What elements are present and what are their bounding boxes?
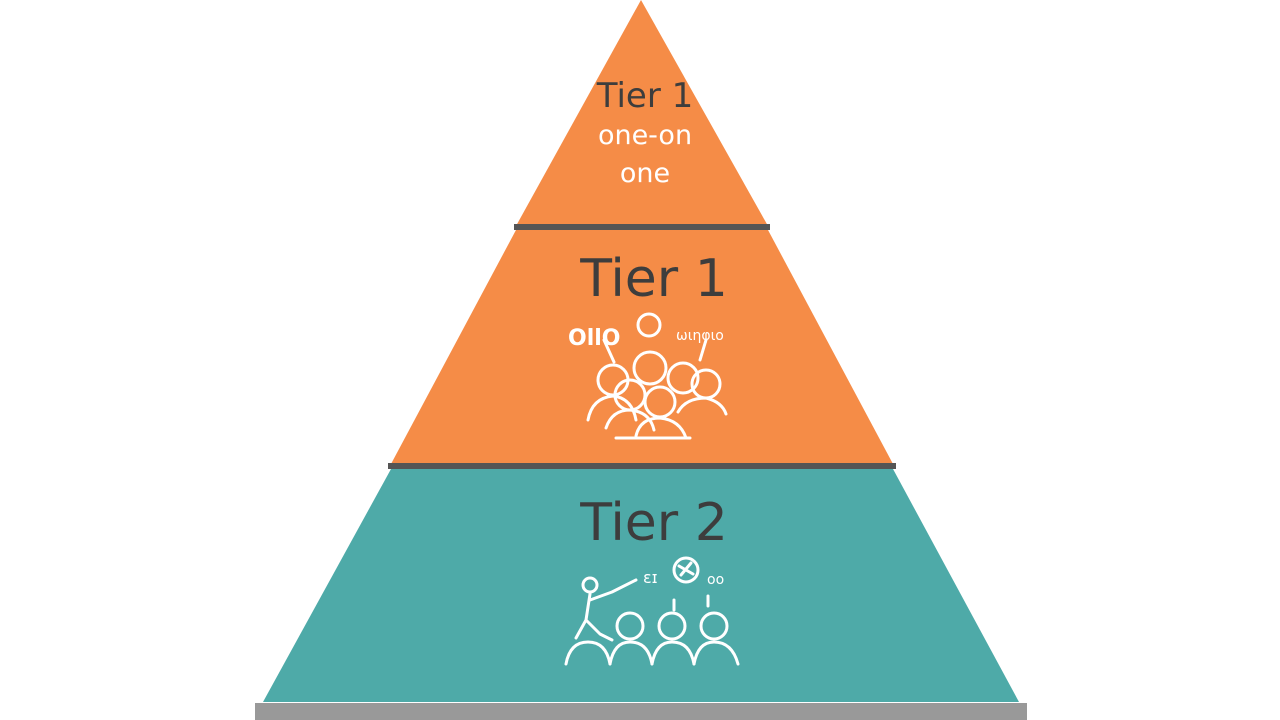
tier-bottom-shape: [263, 469, 1019, 702]
tier-middle-shape: [391, 230, 893, 464]
pyramid-base-bar: [255, 703, 1027, 720]
tier-top: Tier 1 one-on one: [516, 0, 768, 226]
tier-top-subtitle-line-1: one-on: [598, 120, 692, 151]
tier-top-shape: [516, 0, 768, 226]
tier-divider-middle: [388, 463, 896, 469]
tier-bottom: Tier 2 ɛɪ oo: [263, 469, 1019, 702]
svg-text:oo: oo: [707, 572, 724, 588]
tier-divider-top: [514, 224, 770, 230]
tier-middle-title: Tier 1: [579, 249, 728, 309]
svg-text:OllO: OllO: [568, 326, 621, 351]
svg-text:ωιηφιο: ωιηφιο: [676, 328, 724, 344]
tier-top-subtitle-line-2: one: [620, 158, 670, 189]
svg-text:ɛɪ: ɛɪ: [643, 568, 658, 587]
small-group-icon: OllO ωιηφιο: [568, 312, 728, 440]
tier-middle: Tier 1 OllO ωιηφιο: [391, 230, 893, 464]
classroom-teacher-icon: ɛɪ oo: [564, 556, 740, 666]
tier-bottom-title: Tier 2: [579, 493, 728, 553]
tier-top-title: Tier 1: [596, 76, 694, 116]
